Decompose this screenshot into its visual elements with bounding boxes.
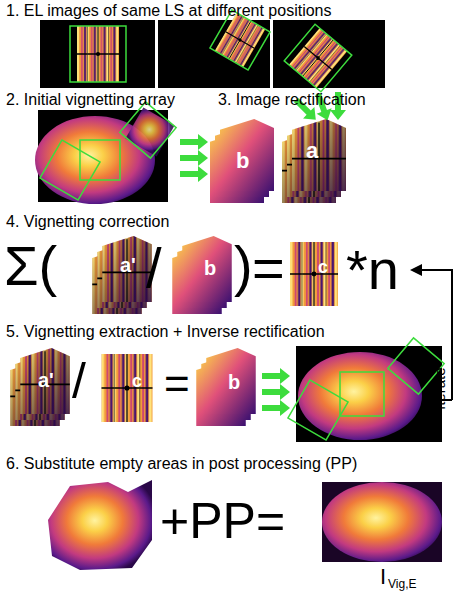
figure-label: c bbox=[132, 372, 142, 390]
figure-label: I bbox=[380, 566, 386, 588]
figure-label: 4. Vignetting correction bbox=[6, 214, 169, 230]
figure-label: Vig,E bbox=[388, 578, 416, 590]
figure-label: a bbox=[306, 140, 318, 162]
figure-label: c bbox=[318, 258, 328, 276]
figure-label: 3. Image rectification bbox=[218, 92, 366, 108]
iterate-label: Iterate bbox=[432, 367, 447, 410]
figure-label: Σ( bbox=[4, 238, 57, 294]
figure-label: / bbox=[146, 240, 162, 296]
figure-label: b bbox=[204, 258, 216, 278]
figure-label: / bbox=[72, 356, 86, 406]
figure-label: ) bbox=[234, 238, 253, 294]
figure-label: *n bbox=[346, 242, 399, 298]
figure-label: b bbox=[236, 150, 249, 172]
figure-label: 6. Substitute empty areas in post proces… bbox=[6, 456, 357, 472]
figure-label: = bbox=[164, 362, 190, 406]
figure-label: a' bbox=[120, 255, 136, 275]
figure-label: a' bbox=[38, 370, 54, 390]
figure-label: = bbox=[252, 240, 285, 296]
figure-label: 2. Initial vignetting array bbox=[6, 92, 175, 108]
figure-label: 1. EL images of same LS at different pos… bbox=[6, 3, 332, 19]
figure-label: +PP= bbox=[160, 496, 285, 546]
figure-label: b bbox=[228, 372, 240, 392]
figure-label: 5. Vignetting extraction + Inverse recti… bbox=[6, 324, 325, 340]
